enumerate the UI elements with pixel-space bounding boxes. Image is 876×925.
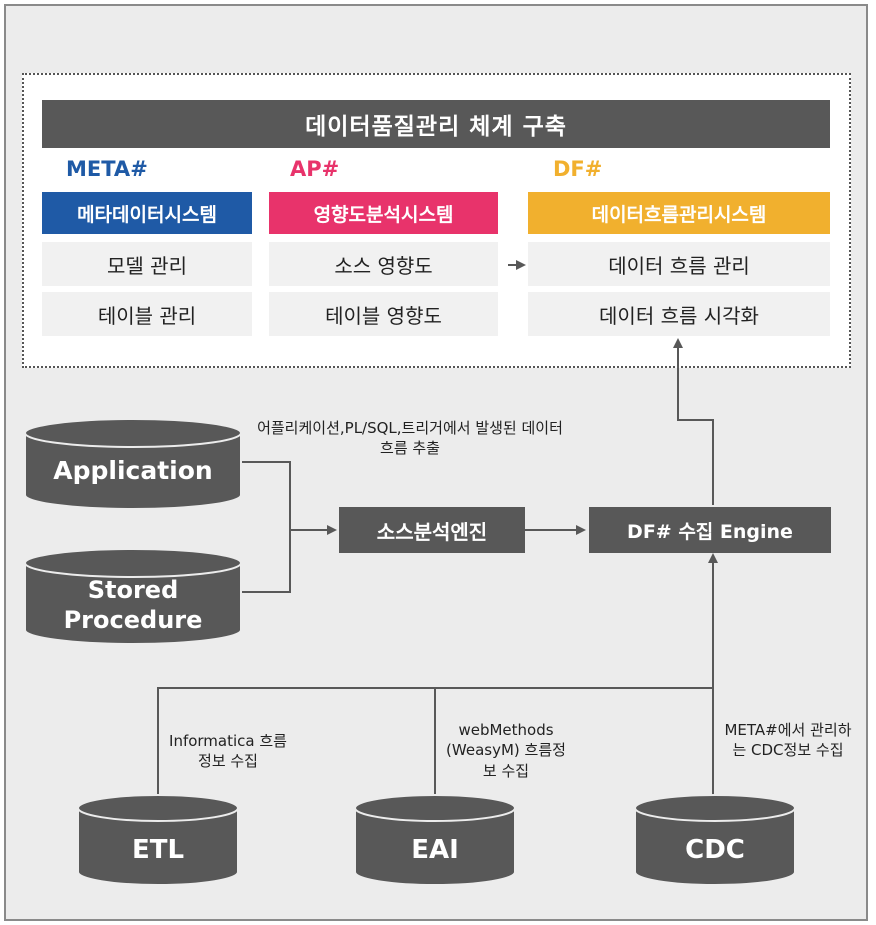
eai-cylinder-top (354, 794, 516, 822)
cell-dataflow-management: 데이터 흐름 관리 (528, 242, 830, 286)
cell-table-management: 테이블 관리 (42, 292, 252, 336)
application-cylinder-top (24, 418, 242, 448)
collect-engine: DF# 수집 Engine (589, 507, 831, 553)
brand-df: DF# (553, 157, 603, 181)
system-header-meta: 메타데이터시스템 (42, 192, 252, 234)
system-header-df: 데이터흐름관리시스템 (528, 192, 830, 234)
application-label: Application (53, 456, 213, 486)
source-merge-line (240, 461, 291, 593)
cdc-note: META#에서 관리하는 CDC정보 수집 (724, 721, 852, 760)
cell-table-impact: 테이블 영향도 (269, 292, 498, 336)
system-header-ap: 영향도분석시스템 (269, 192, 498, 234)
cdc-cylinder-top (634, 794, 796, 822)
collect-to-visualization-arrow (673, 338, 714, 505)
cdc-label: CDC (685, 834, 745, 865)
page-title: 데이터품질관리 체계 구축 (42, 100, 830, 148)
cdc-cylinder-icon (634, 807, 796, 886)
stored-procedure-label: Stored Procedure (63, 576, 203, 634)
etl-label: ETL (131, 834, 185, 865)
brand-ap: AP# (290, 157, 340, 181)
eai-note: webMethods (WeasyM) 흐름정보 수집 (446, 721, 566, 780)
stored-procedure-cylinder-icon (24, 562, 242, 645)
etl-cylinder-top (77, 794, 239, 822)
etl-note: Informatica 흐름정보 수집 (169, 732, 287, 771)
stored-procedure-cylinder-top (24, 548, 242, 578)
cylinder-group (24, 418, 796, 886)
eai-cylinder-icon (354, 807, 516, 886)
application-cylinder-icon (24, 432, 242, 510)
cell-source-impact: 소스 영향도 (269, 242, 498, 286)
source-analysis-engine: 소스분석엔진 (339, 507, 525, 553)
etl-cylinder-icon (77, 807, 239, 886)
cell-dataflow-visualization: 데이터 흐름 시각화 (528, 292, 830, 336)
source-annotation: 어플리케이션,PL/SQL,트리거에서 발생된 데이터 흐름 추출 (257, 419, 563, 458)
bottom-bus-left (157, 687, 713, 800)
cell-model-management: 모델 관리 (42, 242, 252, 286)
brand-meta: META# (66, 157, 148, 181)
eai-label: EAI (411, 834, 459, 865)
